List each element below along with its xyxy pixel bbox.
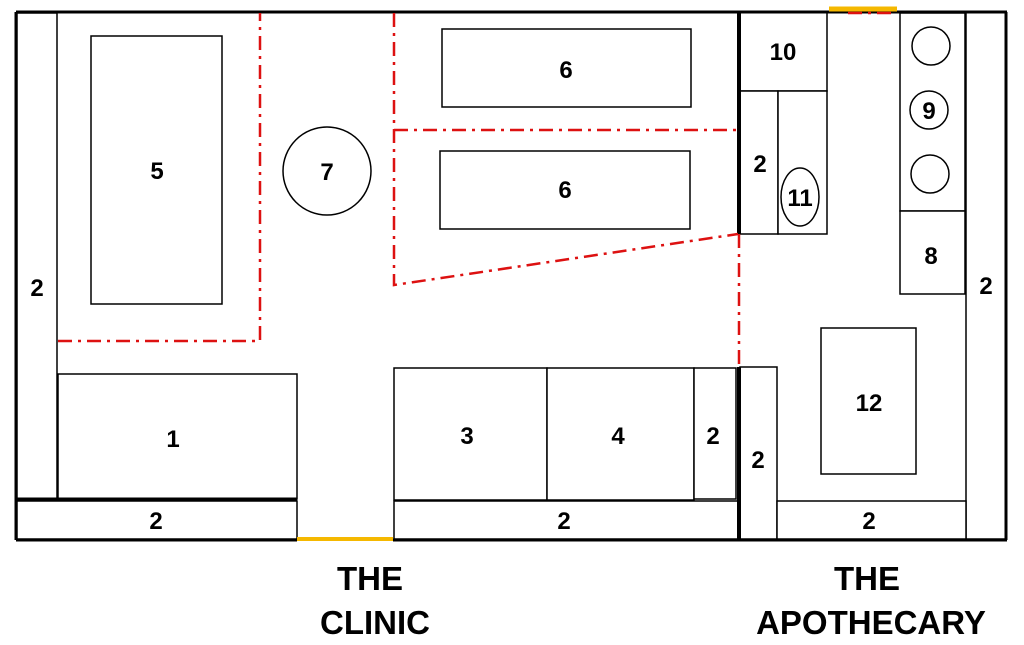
- item-2-clinic-small: [693, 367, 737, 500]
- apothecary-title-line2: APOTHECARY: [756, 604, 986, 641]
- zone-boundary-6: [392, 13, 739, 287]
- item-12: [820, 327, 917, 475]
- item-4: [546, 367, 695, 501]
- apothecary-title-line1: THE: [834, 560, 900, 597]
- label-11: 11: [787, 185, 812, 212]
- label-4: 4: [611, 423, 625, 450]
- clinic-title-line1: THE: [337, 560, 403, 597]
- label-5: 5: [150, 158, 163, 185]
- label-3: 3: [460, 423, 473, 450]
- label-7: 7: [320, 159, 333, 186]
- item-9-circle-middle: [909, 90, 949, 130]
- item-3: [393, 367, 548, 501]
- label-10: 10: [770, 39, 797, 66]
- label-2-clinic-small: 2: [706, 423, 719, 450]
- item-2-clinic-bottom-right: [393, 500, 741, 540]
- label-6-lower: 6: [558, 177, 571, 204]
- label-6-upper: 6: [559, 57, 572, 84]
- item-6-upper: [441, 28, 692, 108]
- label-8: 8: [924, 243, 937, 270]
- label-2-apothecary-bottom: 2: [862, 508, 875, 535]
- label-2-clinic-left-wall: 2: [30, 275, 43, 302]
- item-2-apothecary-right-wall: [965, 11, 1007, 540]
- item-9-circle-top: [911, 26, 951, 66]
- item-2-clinic-left-wall: [16, 12, 58, 500]
- item-5: [90, 35, 223, 305]
- label-1: 1: [166, 426, 179, 453]
- label-2-clinic-bottom-left: 2: [149, 508, 162, 535]
- label-2-apothecary-divider: 2: [751, 447, 764, 474]
- item-2-apothecary-divider: [739, 366, 778, 540]
- item-7-round-table: [282, 126, 372, 216]
- item-1: [57, 373, 298, 500]
- item-6-lower: [439, 150, 691, 230]
- clinic-title-line2: CLINIC: [320, 604, 430, 641]
- item-11-oval: [780, 167, 820, 227]
- label-9: 9: [922, 98, 935, 125]
- label-2-apothecary-narrow: 2: [753, 151, 766, 178]
- item-9-circle-bottom: [910, 154, 950, 194]
- outer-walls: [14, 10, 1008, 542]
- label-2-apothecary-right-wall: 2: [979, 273, 992, 300]
- zone-boundary-5: [58, 13, 262, 343]
- label-2-clinic-bottom-right: 2: [557, 508, 570, 535]
- label-12: 12: [856, 390, 883, 417]
- item-8: [899, 210, 966, 295]
- item-2-apothecary-bottom: [776, 500, 967, 540]
